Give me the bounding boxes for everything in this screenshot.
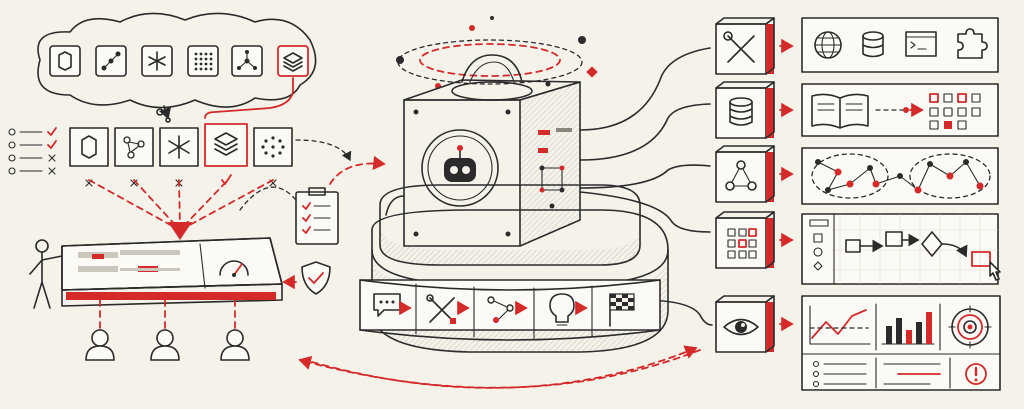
tools-icon xyxy=(426,294,456,324)
feedback-loop-arrow xyxy=(298,349,701,389)
user-avatar-2 xyxy=(150,329,180,361)
finish-flag-icon xyxy=(609,293,635,327)
chat-icon xyxy=(373,293,401,317)
user-avatar-3 xyxy=(220,329,250,361)
option-graph-icon xyxy=(114,127,154,187)
target-icon xyxy=(948,305,992,349)
alert-icon xyxy=(965,363,987,385)
clipboard-icon xyxy=(295,187,339,245)
cube-tools-icon xyxy=(715,17,775,75)
globe-icon xyxy=(814,31,842,59)
option-layers-icon xyxy=(204,123,248,185)
capability-cubes xyxy=(715,17,794,353)
cube-network-icon xyxy=(715,145,775,203)
document-grid-icon xyxy=(929,93,981,130)
capability-panels xyxy=(801,17,1001,391)
lightbulb-icon xyxy=(549,293,575,326)
robot-icon xyxy=(421,129,499,207)
cloud-hexagon-icon xyxy=(49,45,81,77)
gauge-icon xyxy=(219,260,249,277)
cube-database-icon xyxy=(715,81,775,139)
database-icon xyxy=(862,31,884,58)
pipeline-ring xyxy=(359,279,661,341)
cloud-branch-icon xyxy=(231,45,263,77)
panel-tools xyxy=(801,17,999,73)
panel-network xyxy=(801,147,999,205)
cloud-dot-grid-icon xyxy=(187,45,219,77)
terminal-icon xyxy=(905,31,937,57)
knowledge-graph-icon xyxy=(811,153,991,199)
shield-check-icon xyxy=(301,261,331,295)
flow-icon xyxy=(487,296,514,323)
user-avatar-1 xyxy=(85,329,115,361)
cube-eye-icon xyxy=(715,295,775,353)
workflow-icon xyxy=(845,231,991,267)
idea-cloud xyxy=(37,12,317,123)
option-dot-circle-icon xyxy=(253,127,293,187)
panel-workflow xyxy=(801,213,1001,285)
cloud-asterisk-icon xyxy=(141,45,173,77)
cloud-layers-icon xyxy=(277,45,309,77)
presenter-figure xyxy=(29,239,63,309)
cursor-click-icon xyxy=(989,261,1001,281)
funnel-arrow xyxy=(168,222,192,240)
panel-monitoring xyxy=(801,295,1001,391)
line-chart-icon xyxy=(809,305,871,345)
users-group xyxy=(85,299,250,361)
control-console xyxy=(29,237,283,361)
checklist xyxy=(8,127,57,175)
option-hexagon-icon xyxy=(69,127,109,187)
puzzle-icon xyxy=(957,28,988,59)
cloud-connected-nodes-icon xyxy=(95,45,127,77)
bar-chart-icon xyxy=(881,312,935,345)
cube-checklist-grid-icon xyxy=(715,211,775,269)
open-book-icon xyxy=(811,93,869,129)
option-asterisk-icon xyxy=(159,127,199,187)
options-row xyxy=(69,123,293,240)
panel-database xyxy=(801,83,999,137)
